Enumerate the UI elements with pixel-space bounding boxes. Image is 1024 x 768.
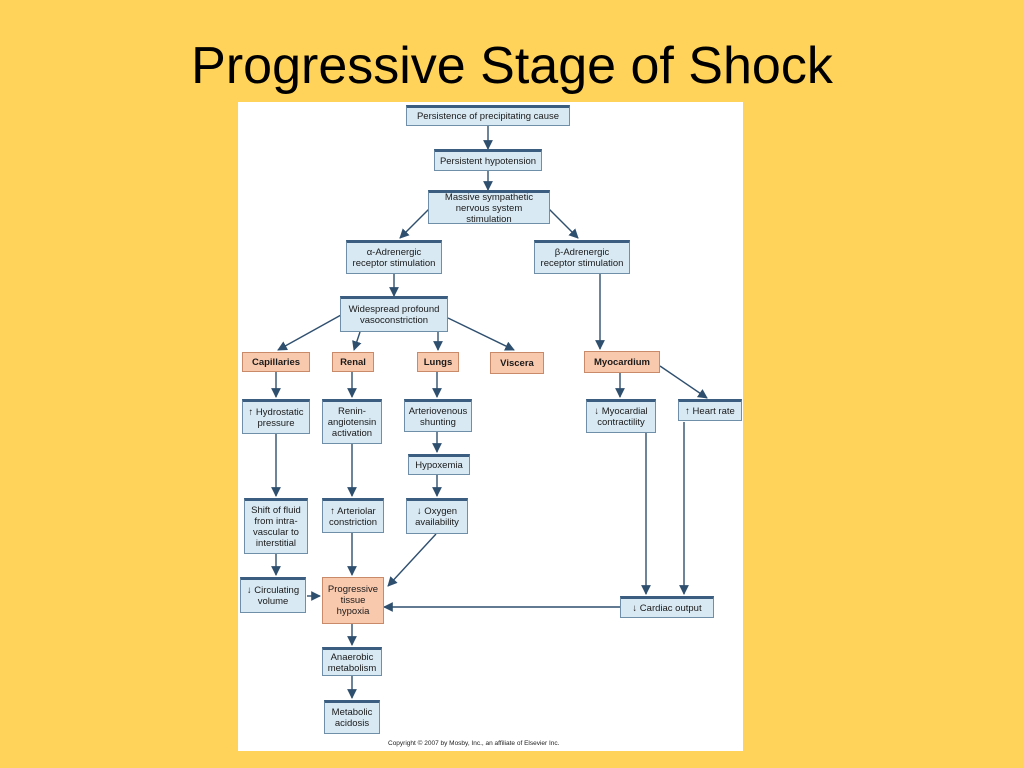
node-shift-fluid: Shift of fluid from intra- vascular to i… (244, 498, 308, 554)
flowchart-panel: Persistence of precipitating cause Persi… (238, 102, 743, 751)
node-capillaries: Capillaries (242, 352, 310, 372)
arrow-sympathetic-alpha (399, 207, 431, 239)
node-persistence: Persistence of precipitating cause (406, 105, 570, 126)
arrow-vasoconstriction-viscera (447, 317, 515, 351)
node-oxygen: ↓ Oxygen availability (406, 498, 468, 534)
node-anaerobic: Anaerobic metabolism (322, 647, 382, 676)
node-viscera: Viscera (490, 352, 544, 374)
arrow-vasoconstriction-renal (352, 331, 362, 351)
node-heart-rate: ↑ Heart rate (678, 399, 742, 421)
node-circulating: ↓ Circulating volume (240, 577, 306, 613)
flowchart-arrows (271, 126, 708, 699)
node-cardiac-output: ↓ Cardiac output (620, 596, 714, 618)
node-arteriolar: ↑ Arteriolar constriction (322, 498, 384, 533)
slide-title: Progressive Stage of Shock (191, 37, 833, 95)
arrow-sympathetic-beta (547, 207, 579, 239)
node-contractility: ↓ Myocardial contractility (586, 399, 656, 433)
node-sympathetic: Massive sympathetic nervous system stimu… (428, 190, 550, 225)
arrow-myocardium-heartrate (659, 365, 708, 399)
arrow-oxygen-hypoxia (387, 533, 437, 587)
copyright-notice: Copyright © 2007 by Mosby, Inc., an affi… (388, 740, 560, 747)
arrow-vasoconstriction-capillaries (277, 314, 342, 351)
node-beta: β-Adrenergic receptor stimulation (534, 240, 630, 274)
node-hydrostatic: ↑ Hydrostatic pressure (242, 399, 310, 434)
node-renal: Renal (332, 352, 374, 372)
node-alpha: α-Adrenergic receptor stimulation (346, 240, 442, 274)
node-lungs: Lungs (417, 352, 459, 372)
node-acidosis: Metabolic acidosis (324, 700, 380, 734)
node-myocardium: Myocardium (584, 351, 660, 373)
node-hypotension: Persistent hypotension (434, 149, 542, 171)
node-tissue-hypoxia: Progressive tissue hypoxia (322, 577, 384, 624)
node-hypoxemia: Hypoxemia (408, 454, 470, 475)
node-arteriovenous: Arteriovenous shunting (404, 399, 472, 432)
node-vasoconstriction: Widespread profound vasoconstriction (340, 296, 448, 332)
node-renin: Renin- angiotensin activation (322, 399, 382, 444)
